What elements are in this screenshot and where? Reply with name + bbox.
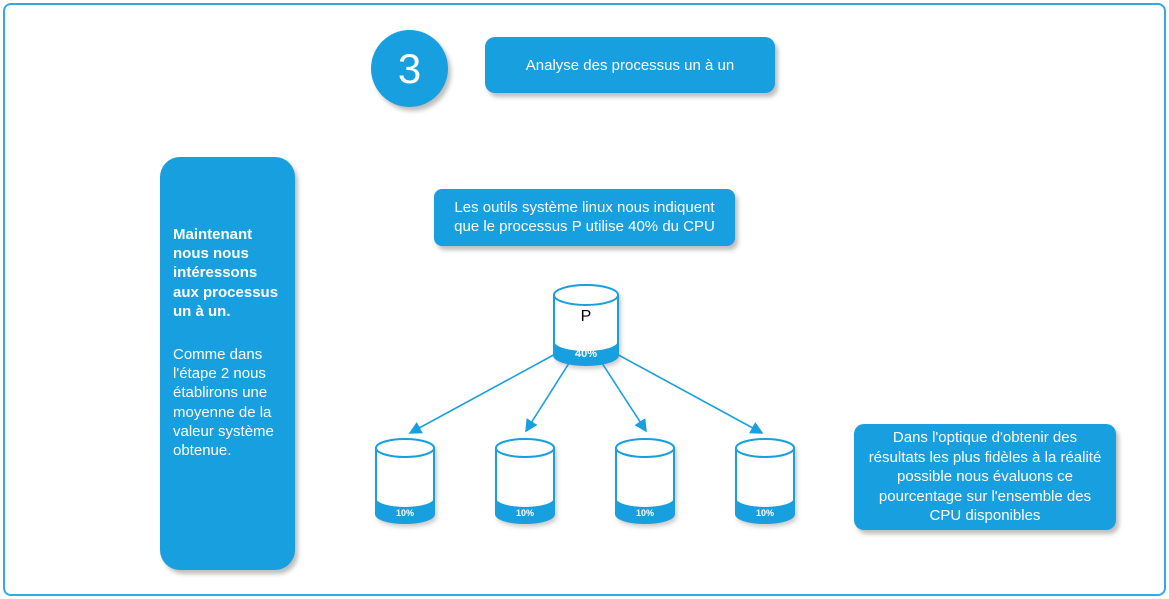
cpu-cylinder-3: 10% [614,438,676,524]
right-explanation-box: Dans l'optique d'obtenir des résultats l… [854,424,1116,530]
arrow-to-cpu-2 [525,359,572,433]
process-info-text: Les outils système linux nous indiquent … [454,198,715,235]
step-number: 3 [397,44,422,92]
process-p-cylinder: P 40% [552,283,620,367]
process-info-box: Les outils système linux nous indiquent … [434,189,735,246]
arrow-to-cpu-4 [612,351,764,434]
diagram-title: Analyse des processus un à un [525,56,735,74]
cylinder-shape [495,438,555,524]
cpu-cylinder-4: 10% [734,438,796,524]
right-explanation-text: Dans l'optique d'obtenir des résultats l… [868,429,1102,525]
arrow-to-cpu-1 [408,351,560,434]
cpu-cylinder-1: 10% [374,438,436,524]
title-box: Analyse des processus un à un [485,37,775,93]
process-label: P [580,308,592,325]
cpu-usage-value: 10% [395,508,414,518]
arrow-to-cpu-3 [599,359,647,433]
cylinder-shape [553,284,619,366]
cpu-usage-value: 10% [515,508,534,518]
cylinder-shape [615,438,675,524]
cylinder-shape [735,438,795,524]
step-number-badge: 3 [371,30,448,107]
cylinder-shape [375,438,435,524]
left-explanation-panel: Maintenant nous nous intéressons aux pro… [160,157,295,570]
cpu-usage-value: 10% [755,508,774,518]
process-usage-value: 40% [574,348,598,360]
cpu-usage-value: 10% [635,508,654,518]
left-panel-intro-text: Maintenant nous nous intéressons aux pro… [173,226,279,320]
left-panel-body-text: Comme dans l'étape 2 nous établirons une… [173,345,274,459]
cpu-cylinder-2: 10% [494,438,556,524]
